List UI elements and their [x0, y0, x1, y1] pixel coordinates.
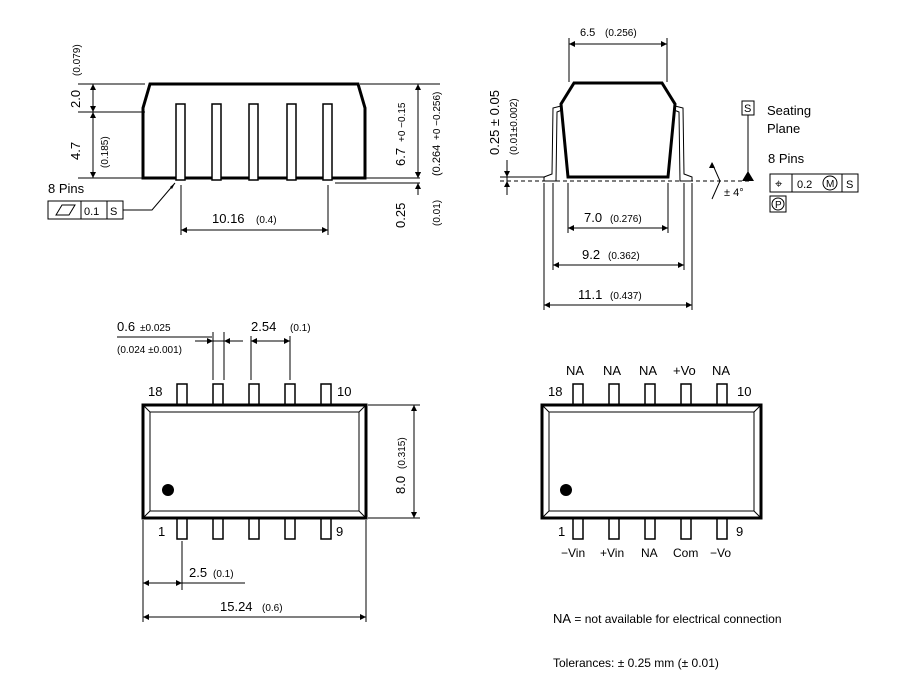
end-view-body: [559, 81, 677, 179]
top-view-body: [141, 403, 368, 520]
dim-top-width-inch: (0.256): [605, 28, 637, 39]
seating-label-2: Plane: [767, 121, 800, 136]
end-view: 6.5 (0.256) 0.25 ± 0.05 (0.01±0.002) ± 4…: [487, 27, 859, 310]
position-icon: ⌖: [775, 176, 783, 191]
pinout-lower-pins: [572, 516, 728, 540]
side-pin: [322, 103, 333, 181]
side-view-pins: [175, 103, 333, 181]
dim-pin-width-tol: ±0.025: [140, 323, 171, 334]
dim-lead-thickness-inch: (0.01±0.002): [509, 98, 520, 155]
top-view: 0.6 ±0.025 (0.024 ±0.001) 2.54 (0.1) 18 …: [117, 319, 420, 622]
dim-lead-thickness: 0.25 ± 0.05: [487, 90, 502, 155]
side-pin: [286, 103, 297, 181]
dim-body-width: 7.0: [584, 210, 602, 225]
end-view-left-lead: [543, 105, 563, 182]
dim-length: 15.24: [220, 599, 253, 614]
dim-pin-width-inch: (0.024 ±0.001): [117, 345, 182, 356]
tolerance-note: Tolerances: ± 0.25 mm (± 0.01): [553, 656, 719, 670]
top-pin-9: 9: [336, 524, 343, 539]
pinout-upper-pins: [572, 383, 728, 407]
dim-total-tol-inch: +0 −0.256): [432, 92, 443, 140]
pinout-bottom-label: +Vin: [600, 546, 624, 560]
svg-text:S: S: [846, 179, 853, 191]
pinout-view: NA NA NA +Vo NA 18 10 1 9 −Vin +Vin: [540, 363, 763, 560]
pinout-pin-18: 18: [548, 384, 562, 399]
pinout-bottom-label: Com: [673, 546, 698, 560]
dim-top-height-8-inch: (0.315): [397, 437, 408, 469]
end-pins-label: 8 Pins: [768, 151, 805, 166]
pinout-top-label: NA: [566, 363, 584, 378]
dim-top-height-8: 8.0: [393, 476, 408, 494]
dim-total-height: 6.7: [393, 148, 408, 166]
pinout-top-label: +Vo: [673, 363, 696, 378]
pinout-bottom-label: −Vo: [710, 546, 731, 560]
svg-text:0.2: 0.2: [797, 179, 812, 191]
dim-pin-span-inch: (0.4): [256, 215, 277, 226]
pinout-pin-1: 1: [558, 524, 565, 539]
top-pin-1: 1: [158, 524, 165, 539]
side-pin: [211, 103, 222, 181]
svg-text:S: S: [110, 206, 117, 218]
dim-top-height-inch: (0.079): [72, 44, 83, 76]
dim-overall: 11.1: [578, 287, 602, 302]
top-view-upper-pins: [176, 383, 332, 407]
dim-first-pin-inch: (0.1): [213, 569, 234, 580]
pinout-body: [540, 403, 763, 520]
pinout-pin-9: 9: [736, 524, 743, 539]
angle-label: ± 4°: [724, 187, 744, 199]
dim-standoff: 0.25: [393, 203, 408, 228]
side-view: 2.0 (0.079) 4.7 (0.185) 6.7 +0 −0.15 (0.…: [47, 44, 443, 235]
seating-datum-letter: S: [744, 103, 751, 115]
pinout-top-label: NA: [603, 363, 621, 378]
dim-lead-span-inch: (0.362): [608, 251, 640, 262]
projected-tolerance-icon: [771, 197, 785, 211]
na-note: NA = not available for electrical connec…: [553, 611, 782, 626]
dim-length-inch: (0.6): [262, 603, 283, 614]
dim-first-pin: 2.5: [189, 565, 207, 580]
dim-body-width-inch: (0.276): [610, 214, 642, 225]
svg-text:P: P: [775, 200, 782, 211]
dim-top-width: 6.5: [580, 27, 595, 39]
top-pin-10: 10: [337, 384, 351, 399]
pin-1-marker-icon: [162, 484, 174, 496]
dim-body-height: 4.7: [68, 142, 83, 160]
dim-pin-width: 0.6: [117, 319, 135, 334]
pinout-top-label: NA: [712, 363, 730, 378]
dim-total-height-inch: (0.264: [431, 145, 443, 176]
end-view-right-lead: [673, 105, 693, 182]
side-pin: [175, 103, 186, 181]
pinout-bottom-label: NA: [641, 546, 658, 560]
side-pin: [248, 103, 259, 181]
notes: NA = not available for electrical connec…: [553, 611, 782, 670]
pinout-bottom-label: −Vin: [561, 546, 585, 560]
dim-lead-span: 9.2: [582, 247, 600, 262]
dim-pitch: 2.54: [251, 319, 276, 334]
top-pin-18: 18: [148, 384, 162, 399]
mmc-modifier-icon: [822, 175, 838, 191]
seating-label-1: Seating: [767, 103, 811, 118]
position-feature-control-frame: ⌖ 0.2 M S P: [769, 173, 859, 213]
dim-standoff-inch: (0.01): [432, 200, 443, 226]
pinout-top-label: NA: [639, 363, 657, 378]
dim-total-tol: +0 −0.15: [397, 102, 408, 142]
svg-text:0.1: 0.1: [84, 206, 99, 218]
dim-overall-inch: (0.437): [610, 291, 642, 302]
dim-top-height: 2.0: [68, 90, 83, 108]
flatness-feature-control-frame: 0.1 S: [47, 200, 124, 220]
flatness-icon: [55, 204, 76, 216]
top-view-lower-pins: [176, 516, 332, 540]
dim-body-height-inch: (0.185): [100, 136, 111, 168]
pinout-pin-1-marker-icon: [560, 484, 572, 496]
svg-text:M: M: [826, 179, 834, 190]
side-pins-label: 8 Pins: [48, 181, 85, 196]
pinout-pin-10: 10: [737, 384, 751, 399]
dim-pin-span: 10.16: [212, 211, 245, 226]
dim-pitch-inch: (0.1): [290, 323, 311, 334]
